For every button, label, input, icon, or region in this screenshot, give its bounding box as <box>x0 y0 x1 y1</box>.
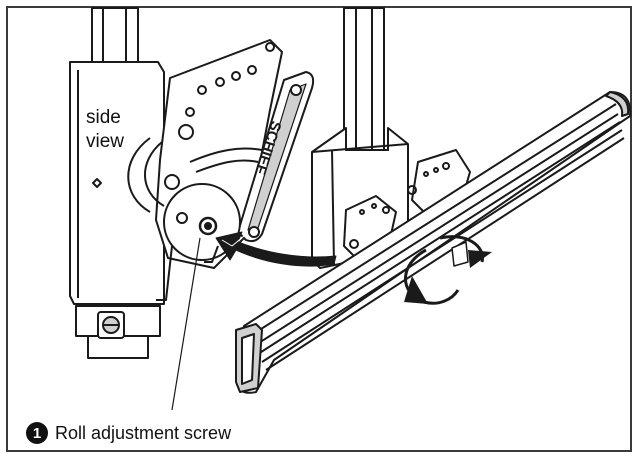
side-view-label-line2: view <box>86 131 125 152</box>
rotating-arm <box>237 71 315 243</box>
display-rail <box>235 91 632 394</box>
main-pole <box>343 7 385 169</box>
side-view-label-line1: side <box>86 107 121 128</box>
callout-number-badge: 1 <box>26 422 48 444</box>
side-view-bracket <box>69 61 165 359</box>
callout-leader-line <box>171 237 201 411</box>
pointer-arrow <box>215 231 337 267</box>
side-view-label: side view <box>86 106 124 154</box>
side-view-pole <box>91 7 139 65</box>
callout-label: Roll adjustment screw <box>55 422 232 443</box>
callout-roll-adjustment: 1 Roll adjustment screw <box>26 422 231 444</box>
rotation-arrow <box>404 235 492 305</box>
